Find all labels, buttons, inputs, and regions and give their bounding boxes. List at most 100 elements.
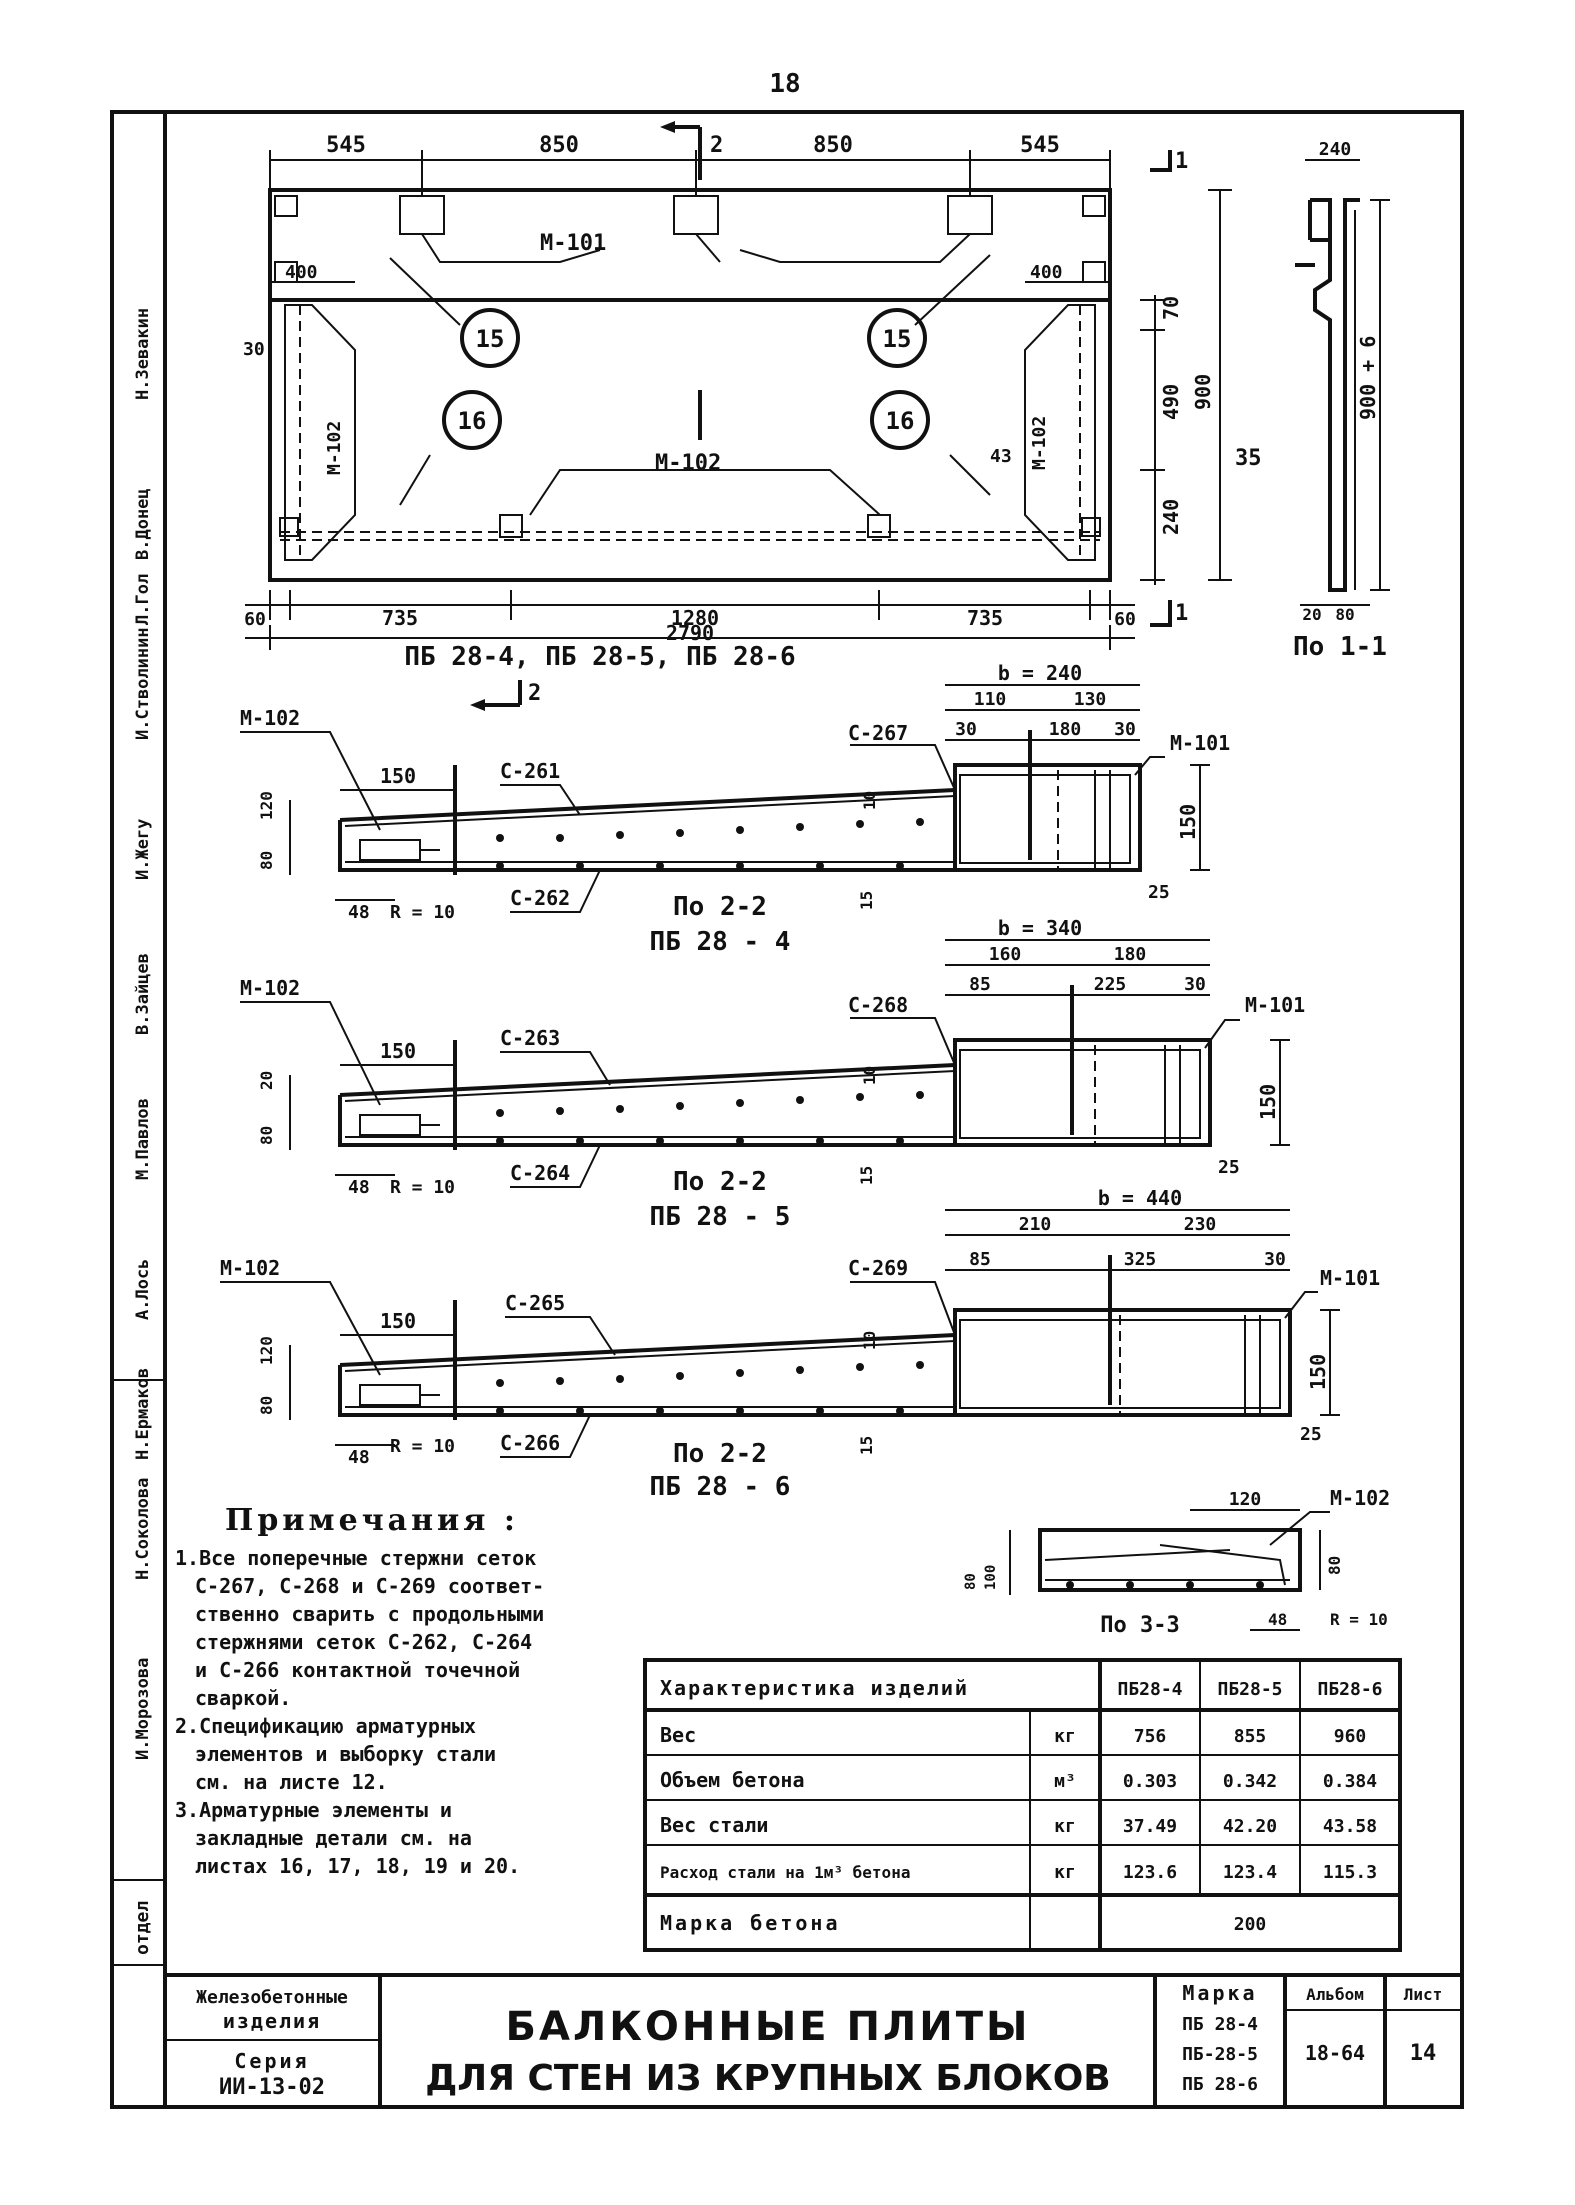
- stamp-marka-h: Марка: [1182, 1981, 1257, 2005]
- dim-label: 85: [969, 974, 991, 995]
- dim-label: 850: [813, 133, 853, 158]
- note-line: см. на листе 12.: [195, 1770, 388, 1794]
- callout-label: 15: [476, 325, 505, 353]
- stamp-marka: ПБ-28-5: [1182, 2044, 1258, 2065]
- table-cell: кг: [1054, 1726, 1076, 1747]
- dim-label: 230: [1184, 1214, 1217, 1235]
- dim-label: 150: [380, 1309, 416, 1333]
- note-line: и С-266 контактной точечной: [195, 1658, 520, 1682]
- section-pb28-5: b = 340 160 180 85 225 30 С-268 М-102 М-…: [240, 916, 1305, 1232]
- sheet-frame: [110, 110, 1464, 2109]
- table-cell: 855: [1234, 1726, 1267, 1747]
- stamp-album-h: Альбом: [1306, 1985, 1364, 2004]
- side-name: Л.Гол: [133, 574, 153, 625]
- dim-label: 80: [257, 1126, 276, 1145]
- dim-label: 150: [380, 764, 416, 788]
- dim-label: 60: [244, 609, 266, 630]
- dim-label: 490: [1159, 384, 1183, 420]
- dim-label: 180: [1114, 944, 1147, 965]
- section-caption: По 3-3: [1100, 1613, 1179, 1638]
- stamp-title: ДЛЯ СТЕН ИЗ КРУПНЫХ БЛОКОВ: [425, 2058, 1111, 2099]
- table-cell: м³: [1054, 1771, 1076, 1792]
- dim-label: 80: [257, 1396, 276, 1415]
- mesh-label: М-101: [540, 231, 606, 256]
- dim-label: 25: [1218, 1157, 1240, 1178]
- mesh-label: М-101: [1320, 1266, 1380, 1290]
- table-cell: Вес: [660, 1723, 696, 1747]
- dim-label: 1280: [671, 606, 719, 630]
- dim-label: 210: [1019, 1214, 1052, 1235]
- stamp-org: Железобетонные: [196, 1987, 348, 2008]
- stamp-sheet-h: Лист: [1404, 1985, 1443, 2004]
- dim-label: 30: [1114, 719, 1136, 740]
- table-cell: Объем бетона: [660, 1768, 805, 1792]
- table-cell: 0.303: [1123, 1771, 1177, 1792]
- note-line: ственно сварить с продольными: [195, 1602, 544, 1626]
- table-cell: 0.342: [1223, 1771, 1277, 1792]
- dim-label: 85: [969, 1249, 991, 1270]
- mesh-label: М-102: [240, 976, 300, 1000]
- section-title: По 2-2: [673, 1439, 767, 1469]
- table-cell: Марка бетона: [660, 1911, 841, 1935]
- dim-label: 25: [1148, 882, 1170, 903]
- dim-label: 900 + 6: [1356, 336, 1380, 420]
- dim-label: 15: [857, 1166, 876, 1185]
- mesh-label: М-102: [1330, 1486, 1390, 1510]
- table-header: ПБ28-4: [1117, 1679, 1182, 1700]
- side-name: В.Донец: [133, 488, 153, 560]
- table-header: Характеристика изделий: [660, 1676, 969, 1700]
- callout-circle: [870, 390, 930, 450]
- table-cell: 0.384: [1323, 1771, 1377, 1792]
- characteristics-table: Характеристика изделий ПБ28-4 ПБ28-5 ПБ2…: [643, 1658, 1402, 1952]
- section-pb28-4: b = 240 110 130 30 180 30 С-267 М-102 М-…: [240, 661, 1230, 957]
- b-label: b = 240: [998, 661, 1082, 685]
- dim-label: 120: [1229, 1489, 1262, 1510]
- side-name: Н.Ермаков: [133, 1368, 153, 1460]
- dim-label: 900: [1191, 374, 1215, 410]
- dim-label: 80: [1335, 605, 1354, 624]
- side-name: Н.Соколова: [133, 1478, 153, 1580]
- side-name: И.Морозова: [133, 1658, 153, 1760]
- table-cell: 43.58: [1323, 1816, 1377, 1837]
- callout-circle: [442, 390, 502, 450]
- note-line: стержнями сеток С-262, С-264: [195, 1630, 532, 1654]
- mesh-label: С-264: [510, 1161, 570, 1185]
- section-caption: ПБ 28 - 5: [650, 1202, 791, 1232]
- dim-label: R = 10: [390, 902, 455, 923]
- mesh-label: С-262: [510, 886, 570, 910]
- dim-label: 30: [955, 719, 977, 740]
- stamp-title: БАЛКОННЫЕ ПЛИТЫ: [506, 2004, 1031, 2050]
- table-cell: кг: [1054, 1816, 1076, 1837]
- stamp-marka: ПБ 28-4: [1182, 2014, 1258, 2035]
- dim-label: 10: [860, 791, 879, 810]
- dim-label: 150: [1256, 1084, 1280, 1120]
- mesh-label: М-102: [240, 706, 300, 730]
- dim-label: 80: [1325, 1556, 1344, 1575]
- stamp-sheet: 14: [1410, 2041, 1437, 2066]
- note-line: листах 16, 17, 18, 19 и 20.: [195, 1854, 520, 1878]
- mesh-label: С-269: [848, 1256, 908, 1280]
- stamp-series: Серия: [234, 2049, 309, 2073]
- dim-label: 325: [1124, 1249, 1157, 1270]
- dim-label: 400: [1030, 262, 1063, 283]
- dim-label: 850: [539, 133, 579, 158]
- section-mark: 2: [528, 681, 541, 706]
- side-name: В.Зайцев: [133, 953, 153, 1035]
- table-header: ПБ28-5: [1217, 1679, 1282, 1700]
- dim-label: 48: [348, 1177, 370, 1198]
- mesh-label: М-101: [1170, 731, 1230, 755]
- b-label: b = 340: [998, 916, 1082, 940]
- mesh-label: С-266: [500, 1431, 560, 1455]
- dim-label: 120: [257, 1336, 276, 1365]
- dim-label: 150: [380, 1039, 416, 1063]
- dim-label: 240: [1319, 139, 1352, 160]
- dim-label: 15: [857, 891, 876, 910]
- mesh-label: С-263: [500, 1026, 560, 1050]
- dim-label: 240: [1159, 499, 1183, 535]
- dim-label: 180: [1049, 719, 1082, 740]
- dim-label: 30: [243, 339, 265, 360]
- dim-label: 10: [860, 1066, 879, 1085]
- section-mark: 1: [1175, 149, 1188, 174]
- note-line: сваркой.: [195, 1686, 291, 1710]
